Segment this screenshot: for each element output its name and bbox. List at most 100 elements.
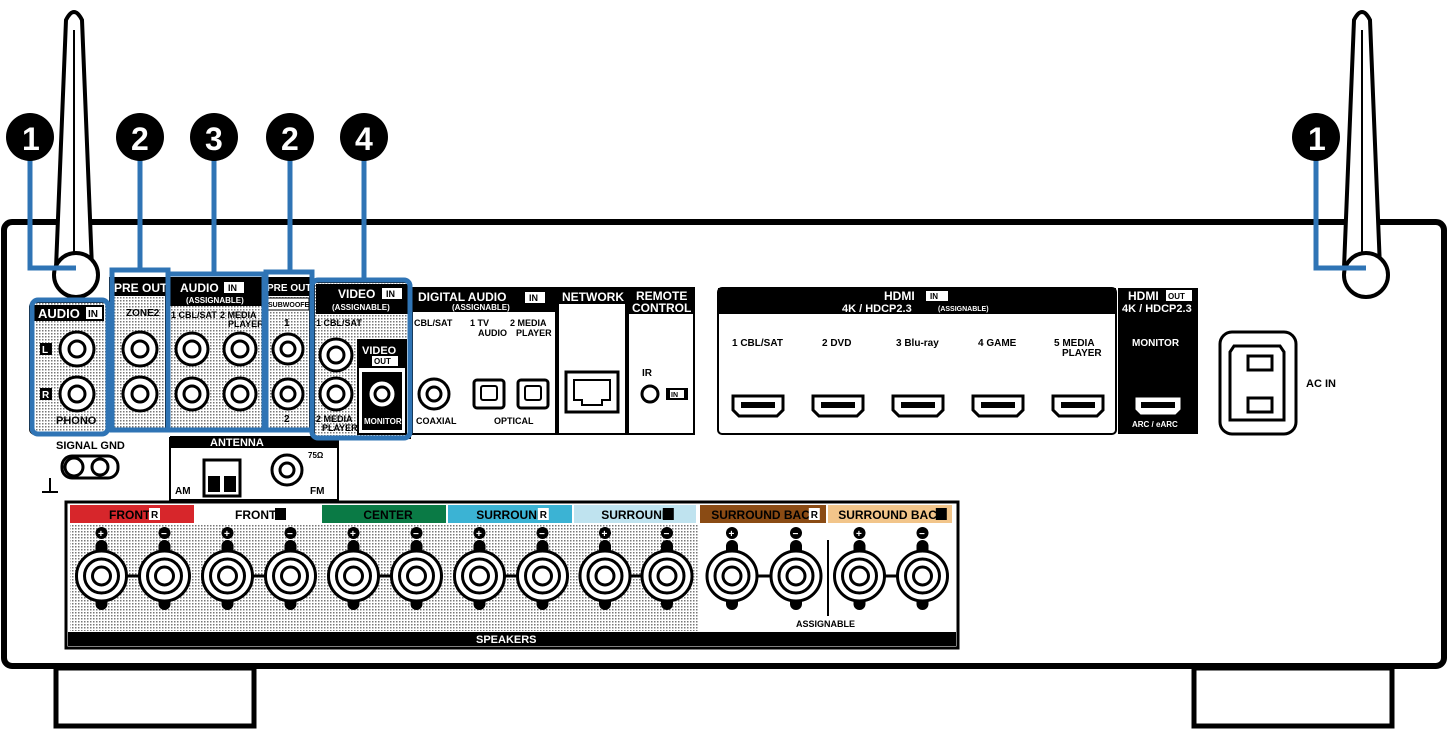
plus-icon	[473, 527, 486, 539]
optical-label: OPTICAL	[494, 416, 534, 426]
arc-label: ARC / eARC	[1132, 420, 1178, 429]
video-in-sub: (ASSIGNABLE)	[332, 303, 390, 312]
right-antenna	[1341, 10, 1390, 299]
video-out-monitor-label: MONITOR	[364, 417, 402, 426]
speaker-channel-badge: L	[665, 510, 671, 521]
callout-lines	[27, 160, 1366, 441]
hdmi-out-title: HDMI	[1128, 289, 1159, 303]
minus-icon	[410, 527, 423, 539]
audio-assignable-title: AUDIO	[180, 281, 219, 295]
digital-audio-badge: IN	[529, 293, 538, 303]
svg-text:+: +	[98, 529, 104, 540]
antenna-title: ANTENNA	[210, 437, 264, 449]
hdmi-out-sub: 4K / HDCP2.3	[1122, 303, 1192, 315]
speaker-channel-label: CENTER	[363, 508, 413, 522]
digital-audio-panel: DIGITAL AUDIO IN (ASSIGNABLE) CBL/SAT 1 …	[411, 287, 557, 435]
plus-icon	[726, 527, 738, 539]
speaker-center: CENTER + −	[322, 505, 446, 610]
speaker-channel-badge: L	[938, 510, 944, 521]
audio-in2-label: 2 MEDIA	[220, 310, 257, 320]
plus-icon	[599, 527, 611, 539]
hdmi-in5-port	[1051, 394, 1105, 418]
pre-out-subwoofer-panel: PRE OUT SUBWOOFER 1 2	[265, 277, 314, 431]
audio-in-title: AUDIO	[38, 306, 80, 321]
hdmi-in4-port	[971, 394, 1025, 418]
audio-assignable-sub: (ASSIGNABLE)	[186, 296, 244, 305]
video-in-badge: IN	[386, 289, 395, 299]
callout-2-a: 2	[131, 121, 149, 157]
zone2-label: ZONE2	[126, 308, 160, 319]
sub2-label: 2	[284, 414, 290, 425]
ir-badge: IN	[671, 392, 678, 399]
speaker-channel-label: SURROUND	[601, 508, 671, 522]
hdmi-in5-label-2: PLAYER	[1062, 348, 1102, 359]
minus-icon	[661, 527, 673, 539]
callout-1-right: 1	[1308, 121, 1326, 157]
plus-icon	[221, 527, 234, 539]
hdmi-in2-label: 2 DVD	[822, 338, 851, 349]
hdmi-in3-label: 3 Blu-ray	[896, 338, 939, 349]
ac-in-label: AC IN	[1306, 378, 1336, 390]
video-in2-label-2: PLAYER	[322, 423, 358, 433]
video-in-panel: VIDEO IN (ASSIGNABLE) 1 CBL/SAT 2 MEDIA …	[313, 281, 411, 439]
audio-assignable-badge: IN	[228, 283, 237, 293]
remote-title-2: CONTROL	[632, 301, 691, 315]
hdmi-out-monitor-label: MONITOR	[1132, 338, 1180, 349]
svg-text:+: +	[224, 529, 230, 540]
hdmi-in-panel: HDMI IN 4K / HDCP2.3 (ASSIGNABLE) 1 CBL/…	[717, 287, 1117, 435]
left-antenna	[52, 10, 100, 299]
hdmi-in2-port	[811, 394, 865, 418]
subwoofer-label: SUBWOOFER	[268, 302, 314, 309]
audio-in1-label: 1 CBL/SAT	[171, 310, 217, 320]
svg-text:+: +	[602, 529, 608, 540]
speaker-channel-badge: R	[540, 510, 548, 521]
minus-icon	[284, 527, 297, 539]
hdmi-in-sub-small: (ASSIGNABLE)	[938, 306, 989, 313]
remote-control-panel: REMOTE CONTROL IR IN	[627, 287, 695, 435]
ir-label: IR	[642, 368, 653, 379]
hdmi-in-badge: IN	[930, 292, 938, 301]
audio-in-right-label: R	[42, 390, 50, 401]
svg-text:−: −	[161, 529, 167, 540]
svg-text:+: +	[856, 529, 862, 540]
pre-out-zone2-panel: PRE OUT ZONE2	[109, 277, 168, 431]
minus-icon	[536, 527, 549, 539]
assignable-label: ASSIGNABLE	[796, 619, 855, 629]
speaker-channel-badge: R	[151, 510, 159, 521]
video-out-title: VIDEO	[362, 345, 397, 357]
video-in2-label: 2 MEDIA	[316, 414, 353, 424]
hdmi-in3-port	[891, 394, 945, 418]
digital-audio-sub: (ASSIGNABLE)	[452, 303, 510, 312]
hdmi-in-title: HDMI	[884, 289, 915, 303]
fm-ohm-label: 75Ω	[308, 451, 324, 460]
audio-in-badge: IN	[88, 309, 98, 320]
ac-inlet: AC IN	[1218, 330, 1336, 436]
signal-gnd-terminal: SIGNAL GND	[42, 440, 125, 493]
svg-text:−: −	[413, 529, 419, 540]
speaker-channel-badge: L	[277, 510, 283, 521]
coaxial-label: COAXIAL	[416, 416, 457, 426]
optical1-label: 1 TV	[470, 318, 489, 328]
svg-text:+: +	[476, 529, 482, 540]
audio-assignable-panel: AUDIO IN (ASSIGNABLE) 1 CBL/SAT 2 MEDIA …	[167, 277, 265, 431]
video-in-title: VIDEO	[338, 287, 375, 301]
svg-text:+: +	[350, 529, 356, 540]
pre-out-zone2-title: PRE OUT	[114, 281, 168, 295]
network-title: NETWORK	[562, 290, 624, 304]
hdmi-out-panel: HDMI OUT 4K / HDCP2.3 MONITOR ARC / eARC	[1118, 288, 1198, 434]
svg-text:+: +	[729, 529, 735, 540]
optical2-label: 2 MEDIA	[510, 318, 547, 328]
callout-2-b: 2	[281, 121, 299, 157]
digital-audio-title: DIGITAL AUDIO	[418, 290, 506, 304]
audio-in-phono-panel: AUDIO IN L R PHONO	[29, 301, 109, 435]
signal-gnd-label: SIGNAL GND	[56, 440, 125, 452]
minus-icon	[790, 527, 802, 539]
fm-label: FM	[310, 486, 324, 497]
svg-text:−: −	[664, 529, 670, 540]
antenna-panel: ANTENNA AM 75Ω FM	[169, 436, 339, 501]
svg-text:−: −	[793, 529, 799, 540]
